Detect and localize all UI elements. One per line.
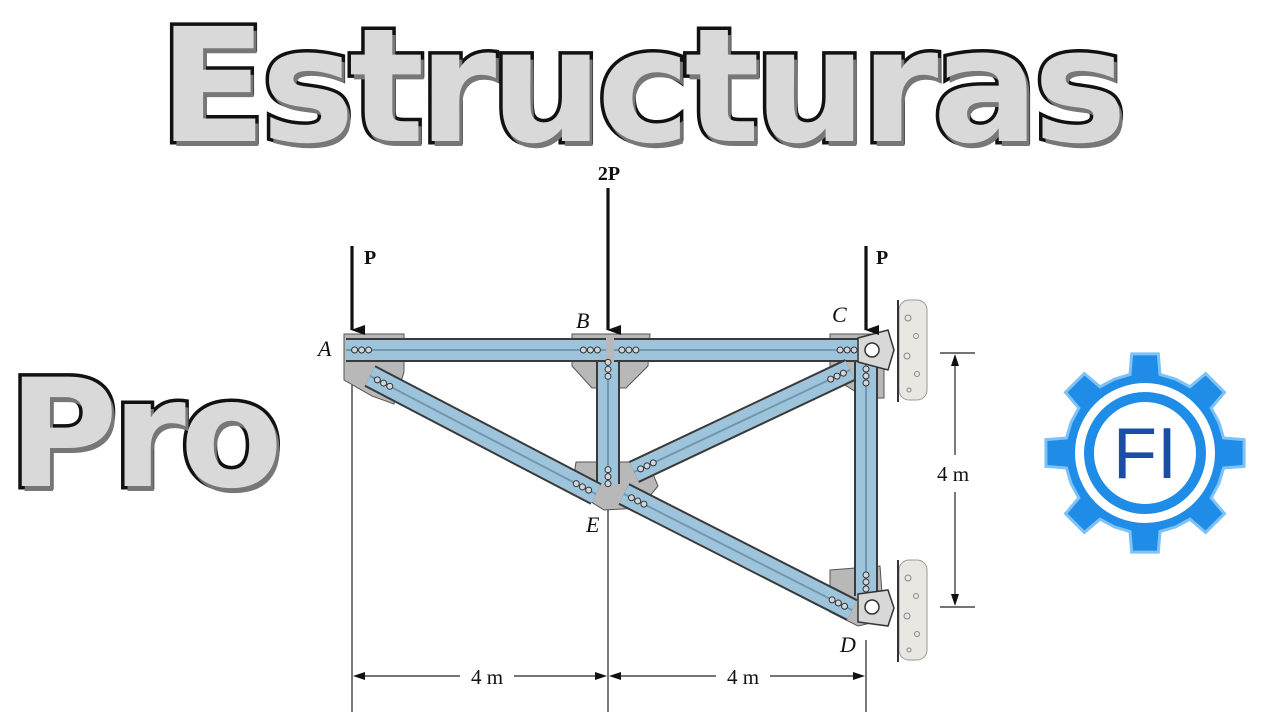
member-cd [854,362,878,596]
member-ed [618,483,858,621]
dimension-lines [351,352,975,712]
channel-subtitle: Pro [5,347,287,524]
joint-label-d: D [839,632,856,657]
dimension-left-span: 4 m [471,665,503,689]
load-label-a: P [364,247,376,269]
joint-label-c: C [832,302,847,327]
member-ab [346,338,606,362]
dimension-right-span: 4 m [727,665,759,689]
load-label-c: P [876,247,888,269]
fi-gear-logo: FI [1044,352,1246,554]
joint-label-e: E [585,512,600,537]
pin-support-c [857,329,895,371]
logo-text: FI [1113,414,1177,494]
truss-members [346,338,878,621]
joint-label-b: B [576,308,589,333]
wall-support-lower [897,559,928,662]
member-be [596,358,620,488]
channel-title: Estructuras [155,0,1130,179]
joint-label-a: A [316,336,332,361]
member-ec [628,359,856,483]
dimension-height: 4 m [937,462,969,486]
wall-support-upper [897,299,928,402]
member-bc [614,338,862,362]
member-ae [364,365,602,505]
dimension-arrows [353,354,959,680]
load-arrows [350,188,879,335]
pin-support-d [857,589,895,627]
load-label-b: 2P [598,163,620,185]
